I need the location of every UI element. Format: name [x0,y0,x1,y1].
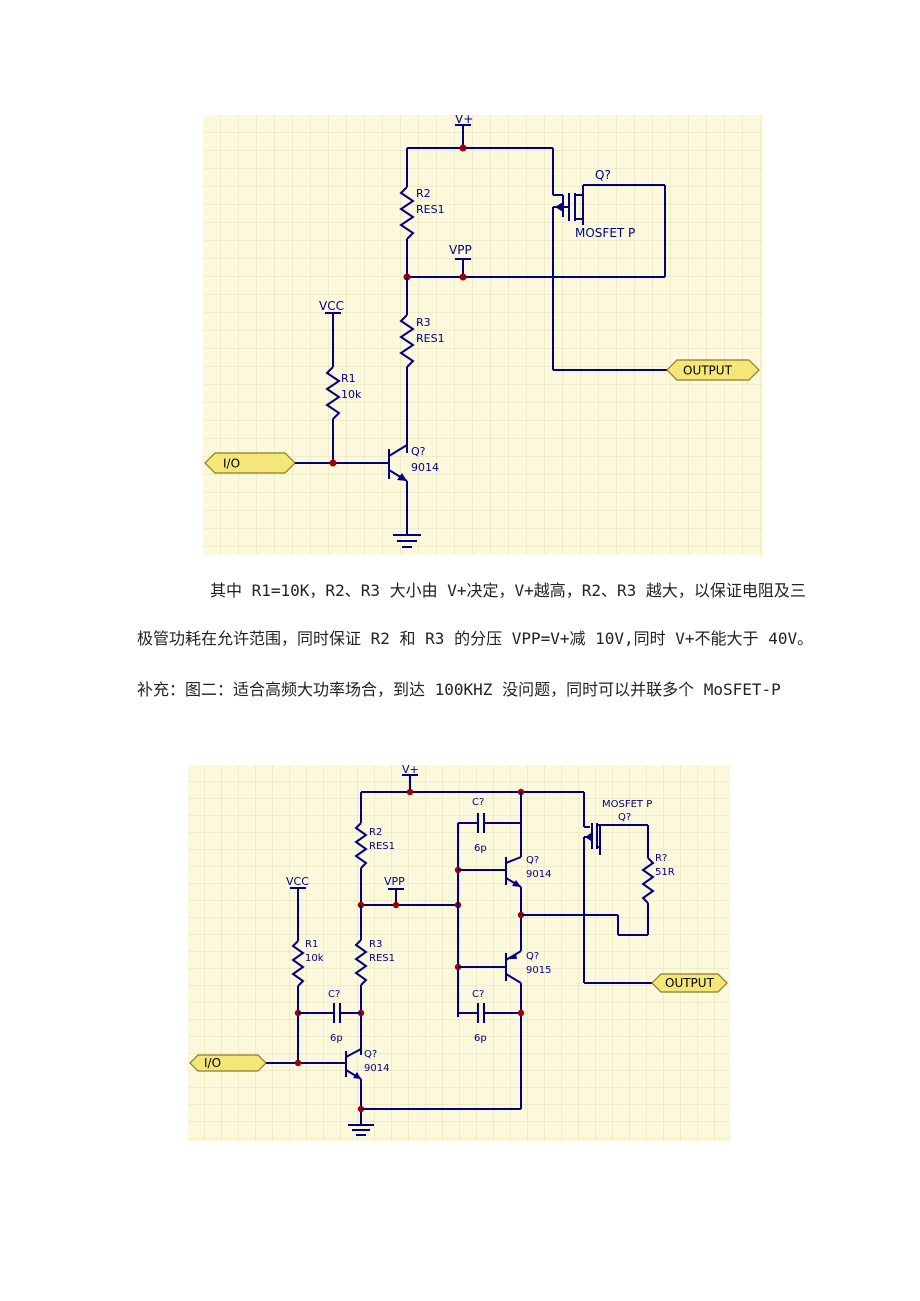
r3-ref: R3 [416,316,431,329]
paragraph-2: 极管功耗在允许范围，同时保证 R2 和 R3 的分压 VPP=V+减 10V,同… [137,629,814,648]
cap-top-ref: C? [472,797,484,808]
io-port: I/O [204,452,296,474]
output-port-label: OUTPUT [683,364,733,378]
vcc-r1 [290,887,306,1063]
r2-value: RES1 [416,203,445,216]
speedup-capacitor [294,1003,365,1023]
ground-symbol [348,1124,374,1136]
r3-value: RES1 [416,332,445,345]
npn-value: 9014 [411,461,439,474]
r2-ref: R2 [416,187,431,200]
r1-ref: R1 [305,939,318,950]
mosfet-p [552,184,666,370]
r3-value: RES1 [369,953,395,964]
npn-input [266,1048,521,1125]
vcc-label: VCC [319,299,344,313]
vpp-node [403,258,665,281]
vplus-rail [407,124,554,195]
r1-ref: R1 [341,372,356,385]
r3-ref: R3 [369,939,382,950]
vpp-label: VPP [449,243,472,257]
gate-resistor-value: 51R [655,867,675,878]
schematic-1: V+ R2 RES1 VPP Q? MOSFET P OUTPUT [203,115,763,555]
resistor-r2 [399,148,415,277]
mosfet-value: MOSFET P [602,799,652,810]
gate-resistor-ref: R? [655,853,667,864]
r1-value: 10k [305,953,324,964]
cap-top-value: 6p [474,843,487,854]
r2-value: RES1 [369,841,395,852]
mosfet-p [583,792,601,983]
cap-bot-ref: C? [472,989,484,1000]
paragraph-3: 补充：图二：适合高频大功率场合，到达 100KHZ 没问题，同时可以并联多个 M… [137,680,781,699]
pnp-ref: Q? [526,951,539,962]
totem-pole [454,792,525,1109]
vplus-label: V+ [402,765,419,776]
output-port: OUTPUT [666,359,760,381]
io-port-label: I/O [204,1056,221,1070]
paragraph-1: 其中 R1=10K，R2、R3 大小由 V+决定，V+越高，R2、R3 越大，以… [210,581,806,600]
output-port: OUTPUT [651,973,728,993]
cap-in-ref: C? [328,989,340,1000]
r1-value: 10k [341,388,362,401]
cap-in-value: 6p [330,1033,343,1044]
mosfet-ref: Q? [595,168,611,182]
npn-ref: Q? [411,445,426,458]
r2-ref: R2 [369,827,382,838]
npn-input-value: 9014 [364,1063,389,1074]
gate-network [521,824,655,936]
resistor-r3 [399,277,415,453]
vplus-rail [361,774,584,796]
vcc-label: VCC [286,875,309,888]
npn-9014 [295,444,408,535]
pnp-value: 9015 [526,965,551,976]
grid-background [203,115,763,555]
mosfet-value: MOSFET P [575,226,635,240]
ground-symbol [393,534,421,548]
io-port-label: I/O [223,457,240,471]
resistor-r3 [354,905,368,1055]
io-port: I/O [189,1054,267,1072]
vpp-label: VPP [384,875,405,888]
cap-bot-value: 6p [474,1033,487,1044]
mosfet-ref: Q? [618,812,631,823]
resistor-r2 [354,792,368,905]
vplus-label: V+ [455,115,473,126]
output-port-label: OUTPUT [665,976,715,990]
npn-input-ref: Q? [364,1049,377,1060]
schematic-2: V+ R2 RES1 VPP [188,765,730,1141]
vcc-r1 [325,312,341,463]
npn-top-ref: Q? [526,855,539,866]
npn-top-value: 9014 [526,869,551,880]
